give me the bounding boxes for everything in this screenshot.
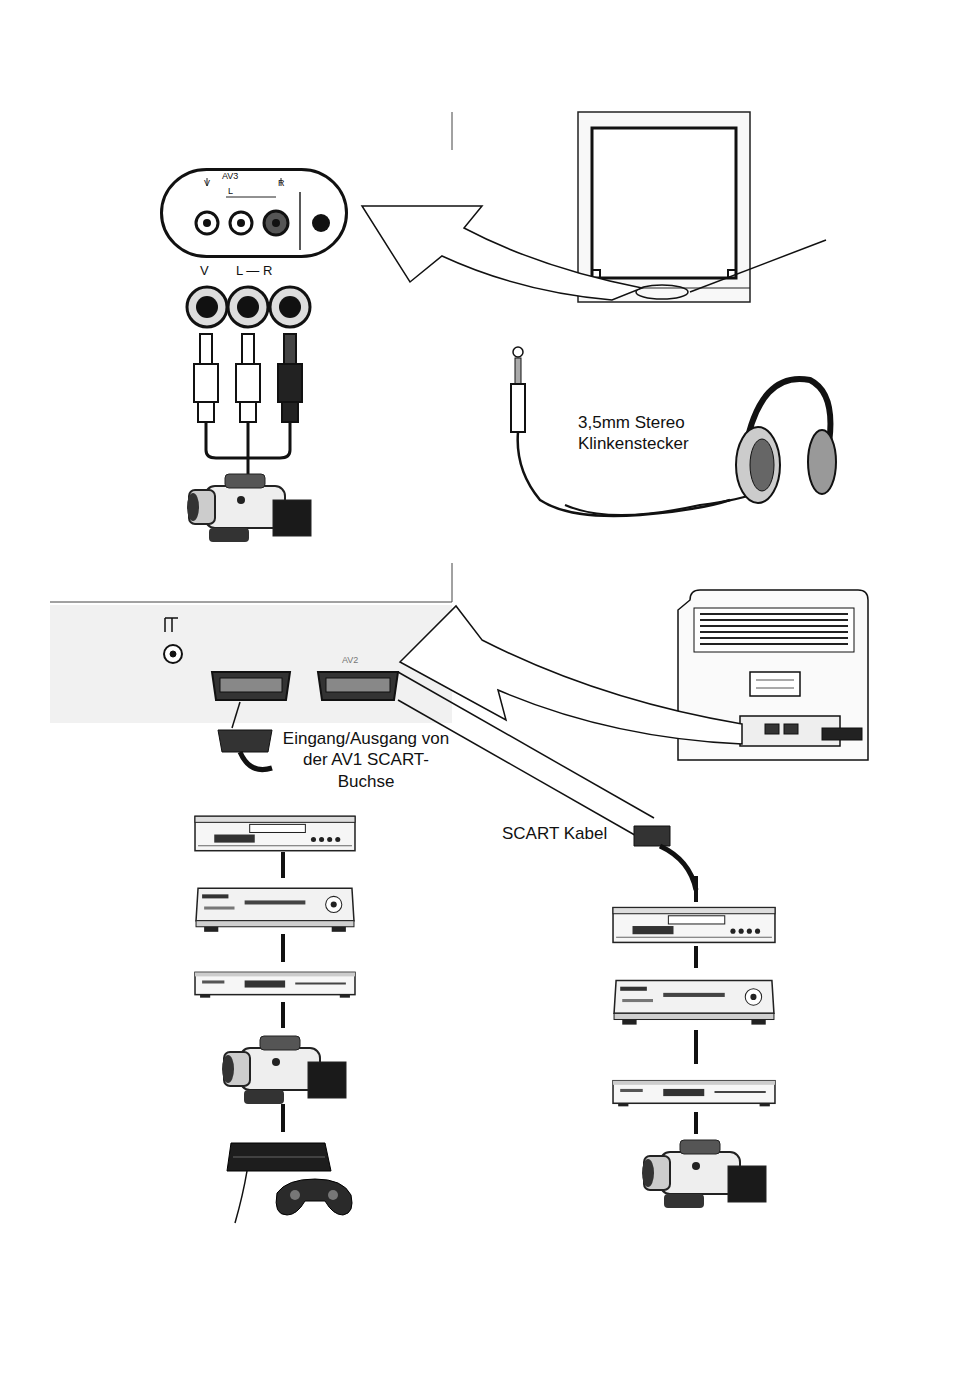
pointer-arrow	[400, 606, 742, 744]
socket-label: L	[228, 187, 233, 196]
headphones	[511, 347, 836, 516]
jack-label: V	[200, 263, 220, 279]
panel-outline	[162, 170, 347, 257]
socket-label: AV3	[222, 172, 238, 181]
socket-label: V	[204, 179, 210, 188]
front-jacks	[196, 178, 330, 250]
av-panel: AV3V L R	[160, 168, 348, 258]
callout-text: SCART Kabel	[502, 823, 632, 844]
tv-front	[578, 112, 826, 302]
jack-label: L — R	[236, 263, 306, 279]
callout-text: Eingang/Ausgang von der AV1 SCART-Buchse	[282, 728, 450, 792]
separator-line	[50, 602, 452, 603]
camcorder	[187, 474, 311, 542]
panel-outline	[160, 168, 348, 258]
rca-cable	[194, 334, 302, 478]
socket-label: R	[278, 179, 285, 188]
separator-line	[452, 112, 453, 150]
pointer-arrow	[362, 206, 642, 300]
rear-panel	[50, 605, 452, 723]
socket-label: AV2	[342, 656, 358, 665]
separator-line	[452, 563, 453, 602]
device-chain	[613, 876, 775, 1208]
callout-text: 3,5mm Stereo Klinkenstecker	[578, 412, 718, 455]
device-chain	[195, 816, 355, 1223]
rca-jacks	[187, 287, 310, 327]
scart-socket: AV2	[318, 656, 400, 702]
